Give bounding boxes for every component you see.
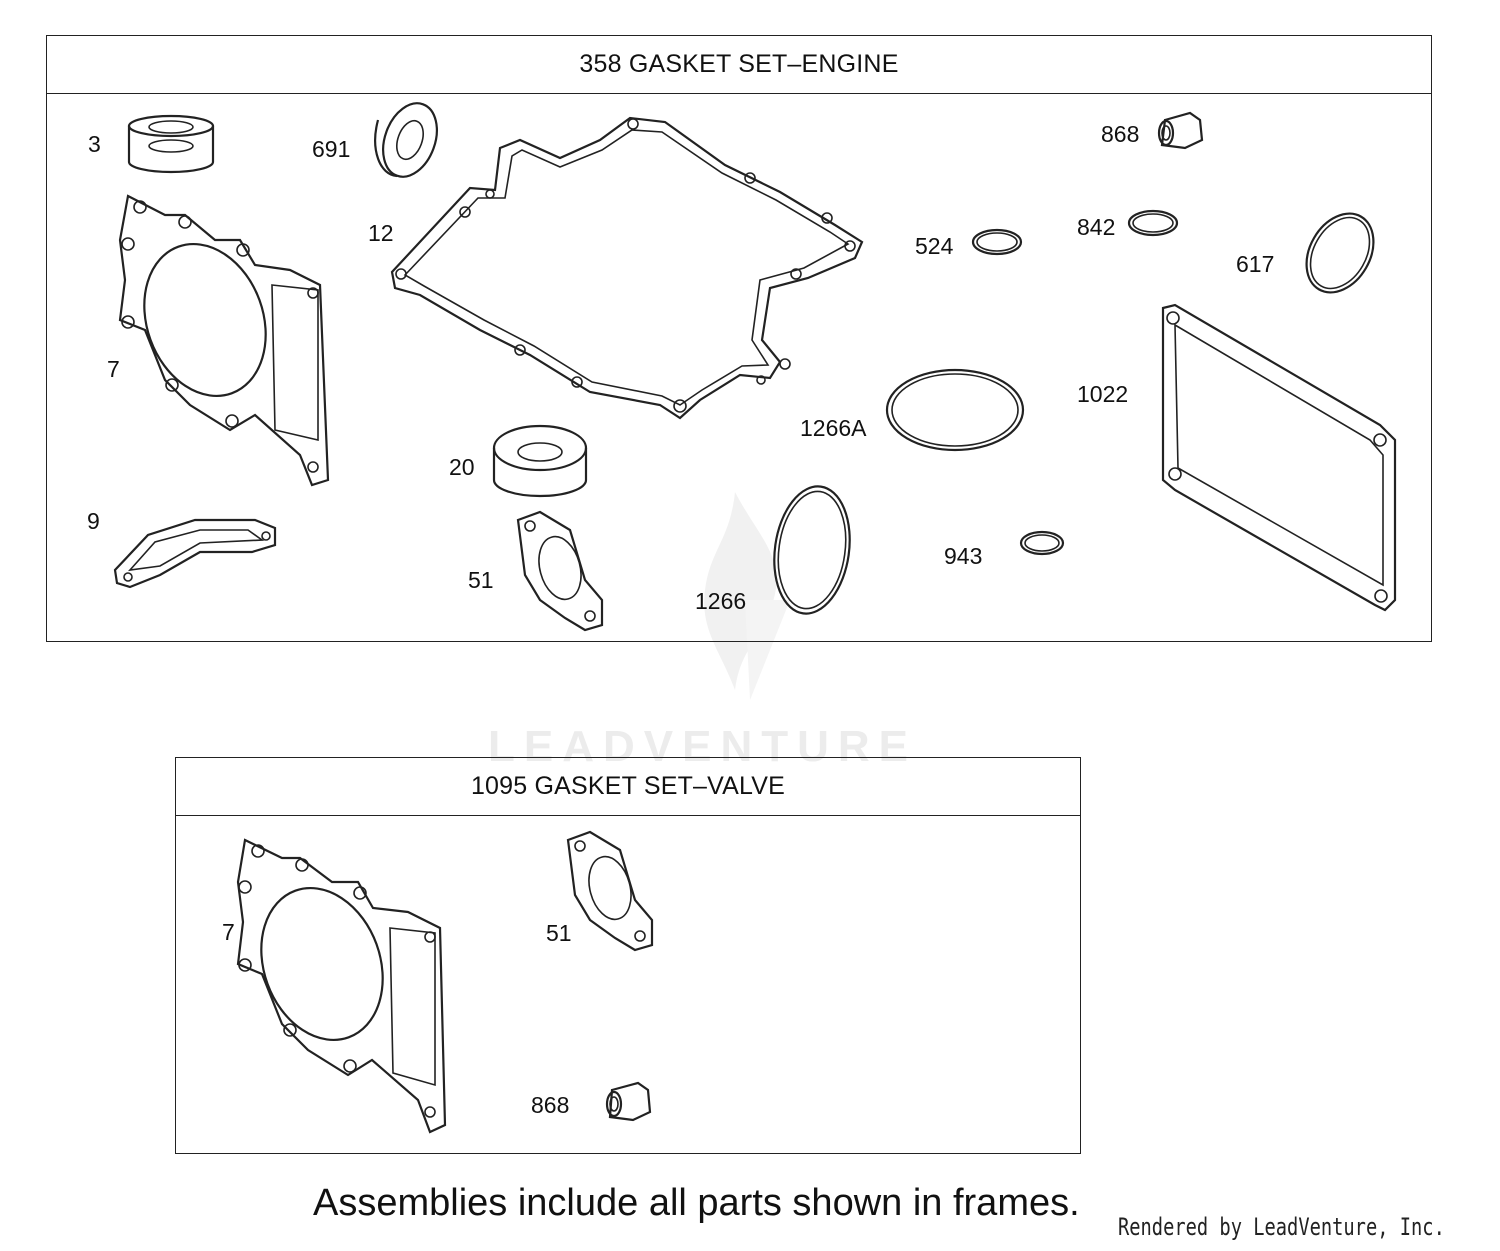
- label-part-691: 691: [312, 136, 351, 162]
- label-part-842: 842: [1077, 214, 1116, 240]
- valve-part-868-valve-seal-icon: [605, 1081, 652, 1122]
- part-7-head-gasket-icon: [118, 194, 330, 487]
- valve-label-part-7: 7: [222, 919, 235, 945]
- part-842-o-ring-icon: [1127, 209, 1179, 237]
- part-51-exhaust-gasket-icon: [516, 510, 604, 632]
- part-1266a-o-ring-icon: [885, 368, 1025, 452]
- part-1022-valve-cover-gasket-icon: [1161, 303, 1397, 612]
- valve-label-part-51: 51: [546, 920, 572, 946]
- valve-label-part-868: 868: [531, 1092, 570, 1118]
- label-part-1266a: 1266A: [800, 415, 867, 441]
- part-691-seal-icon: [374, 102, 438, 178]
- part-3-seal-icon: [127, 114, 215, 174]
- valve-gasket-set-frame: 1095 GASKET SET–VALVE: [175, 757, 1081, 1154]
- watermark-text: LEADVENTURE: [488, 722, 918, 771]
- label-part-7: 7: [107, 356, 120, 382]
- label-part-1266: 1266: [695, 588, 747, 614]
- label-part-12: 12: [368, 220, 394, 246]
- render-credit: Rendered by LeadVenture, Inc.: [1118, 1213, 1445, 1241]
- part-1266-o-ring-icon: [773, 485, 851, 615]
- valve-part-51-exhaust-gasket-icon: [566, 830, 654, 952]
- part-617-o-ring-icon: [1305, 212, 1375, 294]
- label-part-3: 3: [88, 131, 101, 157]
- label-part-524: 524: [915, 233, 954, 259]
- label-part-617: 617: [1236, 251, 1275, 277]
- part-20-seal-icon: [492, 424, 588, 498]
- engine-gasket-set-frame: 358 GASKET SET–ENGINE: [46, 35, 1432, 642]
- assemblies-note: Assemblies include all parts shown in fr…: [313, 1182, 1080, 1224]
- engine-frame-title: 358 GASKET SET–ENGINE: [47, 36, 1431, 94]
- label-part-51: 51: [468, 567, 494, 593]
- part-868-valve-seal-icon: [1157, 111, 1204, 150]
- label-part-868: 868: [1101, 121, 1140, 147]
- valve-part-7-head-gasket-icon: [236, 838, 447, 1134]
- label-part-943: 943: [944, 543, 983, 569]
- part-12-crankcase-gasket-icon: [390, 116, 864, 420]
- label-part-20: 20: [449, 454, 475, 480]
- label-part-9: 9: [87, 508, 100, 534]
- valve-frame-title: 1095 GASKET SET–VALVE: [176, 758, 1080, 816]
- part-943-o-ring-icon: [1019, 530, 1065, 556]
- part-524-o-ring-icon: [971, 228, 1023, 256]
- part-9-gasket-icon: [113, 518, 277, 589]
- label-part-1022: 1022: [1077, 381, 1129, 407]
